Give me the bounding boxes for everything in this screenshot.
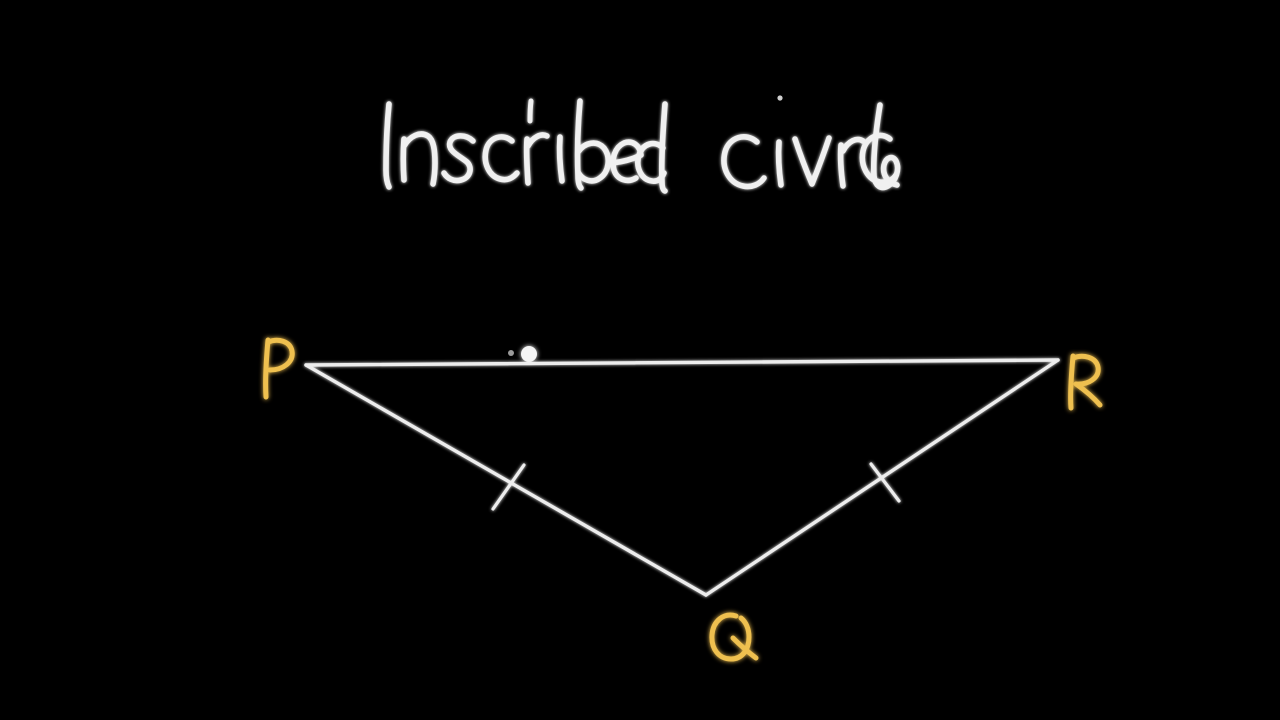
tick-mark-pq [491, 463, 526, 511]
vertex-labels [263, 337, 1103, 662]
speck-above-title [777, 95, 783, 101]
vertex-label-q [709, 612, 759, 662]
side-pq [304, 363, 708, 597]
page-title [383, 98, 901, 194]
vertex-label-r [1068, 353, 1103, 411]
vertex-label-p [263, 337, 295, 400]
tick-mark-qr [869, 462, 901, 503]
speck-near-pointer [508, 350, 514, 356]
tick-marks [491, 462, 901, 511]
pointer-dot [521, 346, 537, 362]
side-pr [304, 358, 1060, 367]
